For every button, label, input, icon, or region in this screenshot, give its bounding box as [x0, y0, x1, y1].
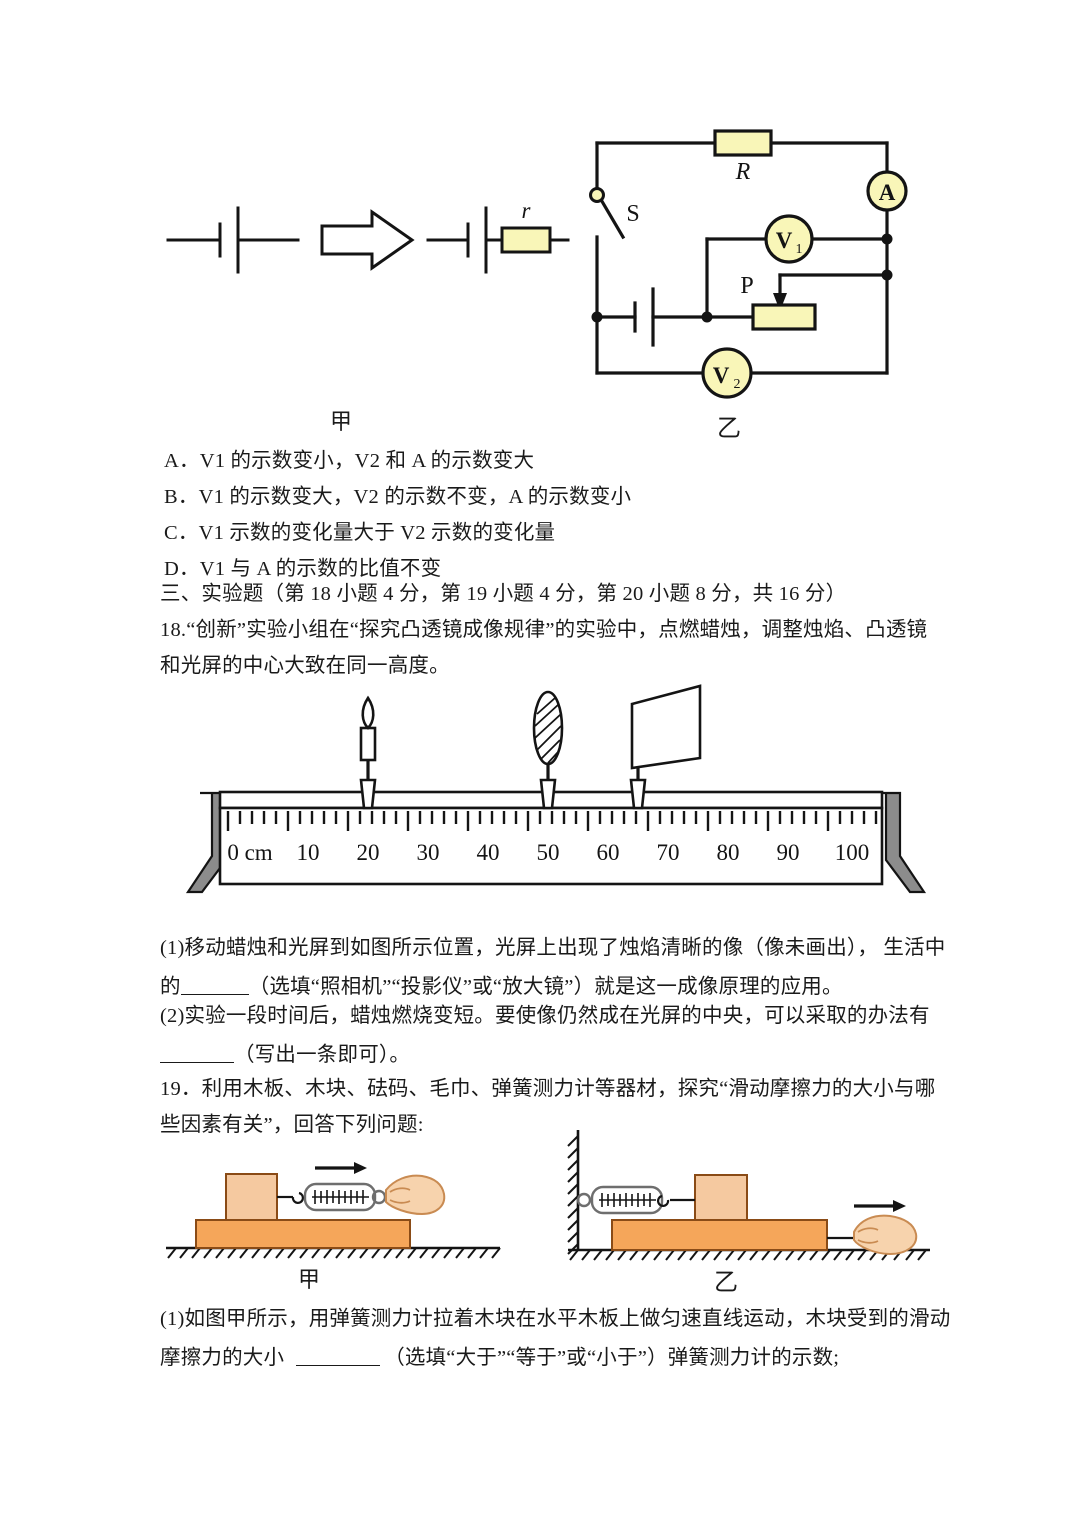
- ammeter-label: A: [879, 180, 896, 205]
- q18-p1-line2: 的 （选填“照相机”“投影仪”或“放大镜”）就是这一成像原理的应用。: [160, 974, 843, 998]
- q18-p1-line1: (1)移动蜡烛和光屏到如图所示位置，光屏上出现了烛焰清晰的像（像未画出）， 生活…: [160, 937, 946, 959]
- lens-hatching: [534, 697, 562, 764]
- screen-holder-base: [629, 778, 647, 810]
- ruler-label-70: 70: [657, 840, 680, 865]
- ground-hatching: [167, 1247, 501, 1259]
- ground-hatching: [569, 1249, 927, 1261]
- friction-figure-yi: [550, 1120, 950, 1305]
- candle-holder-base: [359, 778, 377, 810]
- screen-panel: [630, 684, 702, 770]
- ammeter-circle: [866, 170, 908, 212]
- rheostat-body: [751, 303, 817, 331]
- candle-object: [359, 695, 377, 810]
- q18-p1-blank[interactable]: [180, 974, 249, 995]
- slider-arrow-icon: [773, 293, 787, 311]
- switch-label-S: S: [626, 201, 639, 227]
- ruler-label-10: 10: [297, 840, 320, 865]
- hand-icon: [853, 1214, 918, 1256]
- wooden-board: [611, 1219, 828, 1251]
- q18-p2-line2: （写出一条即可）。: [160, 1042, 410, 1066]
- figure-label-friction-jia: 甲: [298, 1267, 321, 1292]
- section-heading: 三、实验题（第 18 小题 4 分，第 19 小题 4 分，第 20 小题 8 …: [160, 583, 847, 605]
- ruler-label-20: 20: [357, 840, 380, 865]
- resistor-R-label: R: [735, 159, 751, 185]
- friction-figure-jia: [160, 1140, 560, 1300]
- q19-p1-suffix: （选填“大于”“等于”或“小于”）弹簧测力计的示数;: [384, 1347, 840, 1369]
- hand-icon: [385, 1174, 446, 1216]
- convex-lens-object: [532, 690, 564, 810]
- voltmeter1-subscript: 1: [796, 242, 803, 257]
- ruler-label-90: 90: [777, 840, 800, 865]
- motion-arrow-icon: [854, 1200, 906, 1212]
- switch-pivot: [589, 187, 605, 203]
- q19-stem-line2: 些因素有关”，回答下列问题:: [160, 1114, 424, 1136]
- wall-hatching: [567, 1135, 579, 1255]
- choice-a: A．V1 的示数变小，V2 和 A 的示数变大: [164, 450, 535, 472]
- circuit-figure-yi: R P A V 1 V 2 S: [575, 115, 920, 405]
- wooden-block: [694, 1174, 748, 1221]
- wooden-board: [195, 1219, 411, 1249]
- figure-label-friction-yi: 乙: [714, 1270, 738, 1296]
- optical-bench-figure: 0 cm 10 20 30 40 50 60 70 80 90 100: [180, 680, 927, 920]
- switch-blade: [597, 195, 626, 240]
- q18-stem-line2: 和光屏的中心大致在同一高度。: [160, 655, 450, 677]
- junction-dot: [881, 233, 893, 245]
- voltmeter2-label: V: [713, 363, 730, 388]
- resistor-r-label: r: [522, 198, 532, 223]
- q18-p1-prefix: 的: [160, 976, 181, 998]
- ruler-label-60: 60: [597, 840, 620, 865]
- figure-label-jia-circuit: 甲: [330, 409, 353, 434]
- candle-body: [359, 726, 377, 762]
- motion-arrow-icon: [315, 1162, 367, 1174]
- screen-object: [629, 684, 702, 810]
- q18-p2-blank[interactable]: [160, 1042, 234, 1063]
- q19-p1-prefix: 摩擦力的大小: [160, 1347, 285, 1369]
- bench-stand-right: [874, 791, 927, 894]
- q18-stem-line1: 18.“创新”实验小组在“探究凸透镜成像规律”的实验中，点燃蜡烛，调整烛焰、凸透…: [160, 619, 928, 641]
- choice-b: B．V1 的示数变大，V2 的示数不变，A 的示数变小: [164, 486, 632, 508]
- junction-dot: [591, 311, 603, 323]
- spring-scale-ring: [576, 1192, 592, 1208]
- ruler-label-50: 50: [537, 840, 560, 865]
- voltmeter1-label: V: [776, 228, 793, 253]
- q18-p1-suffix: （选填“照相机”“投影仪”或“放大镜”）就是这一成像原理的应用。: [248, 976, 843, 998]
- transform-arrow-icon: [320, 209, 415, 271]
- spring-scale-ticks: [601, 1193, 651, 1207]
- circuit-figure-jia: r: [150, 150, 570, 400]
- ruler-label-0cm: 0 cm: [227, 840, 272, 865]
- ruler-ticks: [226, 811, 878, 831]
- q19-stem-line1: 19．利用木板、木块、砝码、毛巾、弹簧测力计等器材，探究“滑动摩擦力的大小与哪: [160, 1078, 936, 1100]
- junction-dot: [701, 311, 713, 323]
- voltmeter1-circle: [764, 214, 814, 264]
- q18-p2-line1: (2)实验一段时间后，蜡烛燃烧变短。要使像仍然成在光屏的中央，可以采取的办法有: [160, 1005, 930, 1027]
- voltmeter2-circle: [701, 347, 753, 399]
- slider-label-P: P: [740, 273, 753, 299]
- q19-p1-blank[interactable]: [296, 1345, 381, 1366]
- ruler-label-80: 80: [717, 840, 740, 865]
- choice-d: D．V1 与 A 的示数的比值不变: [164, 558, 442, 580]
- q19-p1-line1: (1)如图甲所示，用弹簧测力计拉着木块在水平木板上做匀速直线运动，木块受到的滑动: [160, 1308, 951, 1330]
- spring-scale-ticks: [314, 1190, 364, 1204]
- figure-label-yi-circuit: 乙: [717, 416, 741, 442]
- wooden-block: [225, 1173, 278, 1221]
- q18-p2-suffix: （写出一条即可）。: [234, 1044, 411, 1066]
- q19-p1-line2: 摩擦力的大小 （选填“大于”“等于”或“小于”）弹簧测力计的示数;: [160, 1345, 839, 1369]
- candle-flame-icon: [361, 695, 375, 730]
- resistor-r-body: [500, 226, 552, 254]
- ruler-label-40: 40: [477, 840, 500, 865]
- spring-scale-hook-icon: [657, 1194, 670, 1207]
- junction-dot: [881, 269, 893, 281]
- ruler-label-100: 100: [835, 840, 870, 865]
- ruler-label-30: 30: [417, 840, 440, 865]
- lens-holder-base: [539, 778, 557, 810]
- choice-c: C．V1 示数的变化量大于 V2 示数的变化量: [164, 522, 556, 544]
- resistor-R-body: [713, 129, 773, 157]
- spring-scale-hook-icon: [291, 1191, 304, 1204]
- voltmeter2-subscript: 2: [734, 377, 741, 392]
- ruler-number-labels: 0 cm 10 20 30 40 50 60 70 80 90 100: [227, 840, 869, 865]
